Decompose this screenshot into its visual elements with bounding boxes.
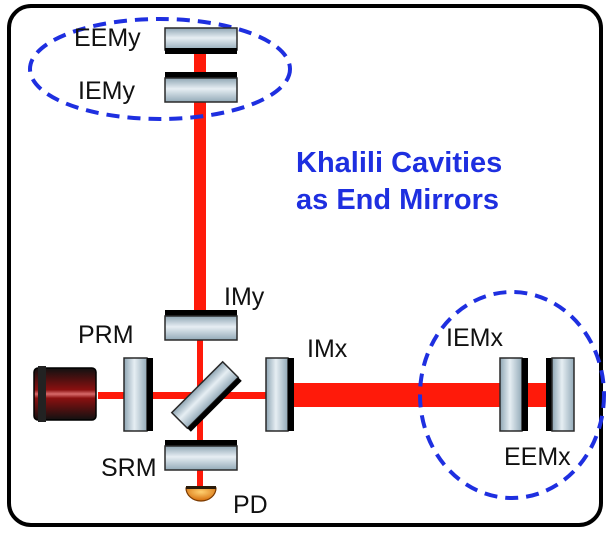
- label-prm: PRM: [78, 321, 134, 349]
- eemx-mirror: [546, 357, 575, 432]
- imy-mirror: [164, 310, 238, 341]
- label-iemy: IEMy: [78, 77, 135, 105]
- y-arm-beam: [194, 38, 206, 313]
- label-imx: IMx: [307, 335, 348, 363]
- x-khalili-cavity-ellipse: [418, 290, 606, 500]
- label-eemx: EEMx: [504, 443, 571, 471]
- diagram-title: Khalili Cavities as End Mirrors: [296, 145, 502, 219]
- title-line-1: Khalili Cavities: [296, 147, 503, 179]
- prm-mirror: [123, 357, 153, 432]
- eemy-mirror: [164, 27, 238, 54]
- title-line-2: as End Mirrors: [296, 184, 500, 217]
- label-srm: SRM: [101, 454, 157, 482]
- y-khalili-cavity-ellipse: [28, 17, 292, 121]
- label-iemx: IEMx: [446, 324, 503, 352]
- iemx-mirror: [499, 357, 528, 432]
- label-imy: IMy: [224, 283, 265, 311]
- srm-mirror: [164, 440, 238, 471]
- beam-splitter: [170, 360, 242, 432]
- laser-source: [33, 366, 97, 422]
- label-pd: PD: [233, 491, 268, 519]
- iemy-mirror: [164, 72, 238, 103]
- label-eemy: EEMy: [74, 24, 141, 52]
- photodiode: [185, 486, 217, 502]
- imx-mirror: [265, 357, 294, 432]
